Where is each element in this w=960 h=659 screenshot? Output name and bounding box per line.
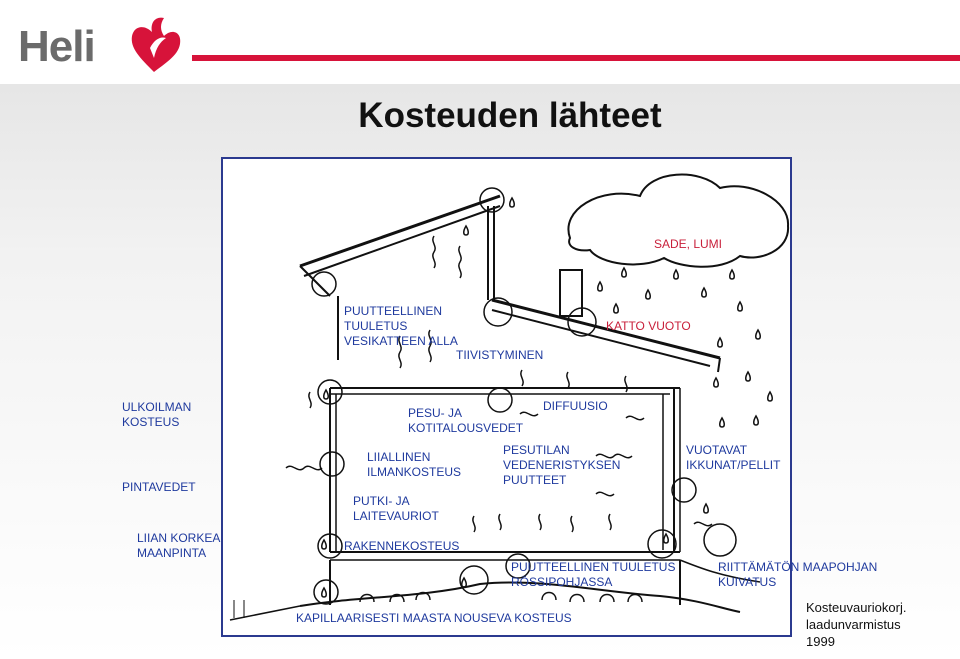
label-putki-laitevauriot: PUTKI- JA LAITEVAURIOT — [353, 494, 439, 523]
logo-text: Heli — [18, 22, 96, 71]
slide-title: Kosteuden lähteet — [358, 96, 662, 135]
heart-leaf-icon — [131, 17, 181, 72]
label-sade-lumi: SADE, LUMI — [654, 237, 723, 251]
heli-logo: Heli — [18, 14, 218, 76]
label-pintavedet: PINTAVEDET — [122, 480, 196, 494]
label-pesu-kotitalousvedet: PESU- JA KOTITALOUSVEDET — [408, 406, 524, 435]
label-rakennekosteus: RAKENNEKOSTEUS — [344, 539, 460, 553]
label-kapillaarisesti: KAPILLAARISESTI MAASTA NOUSEVA KOSTEUS — [296, 611, 572, 625]
source-credit: Kosteuvauriokorj. laadunvarmistus 1999 — [806, 600, 907, 649]
label-ulkoilman-kosteus: ULKOILMAN KOSTEUS — [122, 400, 192, 429]
label-liian-korkea-maanpinta: LIIAN KORKEA MAANPINTA — [137, 531, 221, 560]
header-accent-line — [192, 55, 960, 61]
label-tiivistyminen: TIIVISTYMINEN — [456, 348, 544, 362]
label-vuotavat-ikkunat: VUOTAVAT IKKUNAT/PELLIT — [686, 443, 781, 472]
label-katto-vuoto: KATTO VUOTO — [606, 319, 691, 333]
label-riittamaton-kuivatus: RIITTÄMÄTÖN MAAPOHJAN KUIVATUS — [718, 560, 878, 589]
label-liiallinen-ilmankosteus: LIIALLINEN ILMANKOSTEUS — [367, 450, 462, 479]
label-diffuusio: DIFFUUSIO — [543, 399, 608, 413]
label-rossipohja-tuuletus: PUUTTEELLINEN TUULETUS RÖSSIPOHJASSA — [511, 560, 676, 589]
label-puutteellinen-tuuletus: PUUTTEELLINEN TUULETUS VESIKATTEEN ALLA — [344, 304, 458, 348]
label-pesutilan-vedeneristys: PESUTILAN VEDENERISTYKSEN PUUTTEET — [503, 443, 621, 487]
